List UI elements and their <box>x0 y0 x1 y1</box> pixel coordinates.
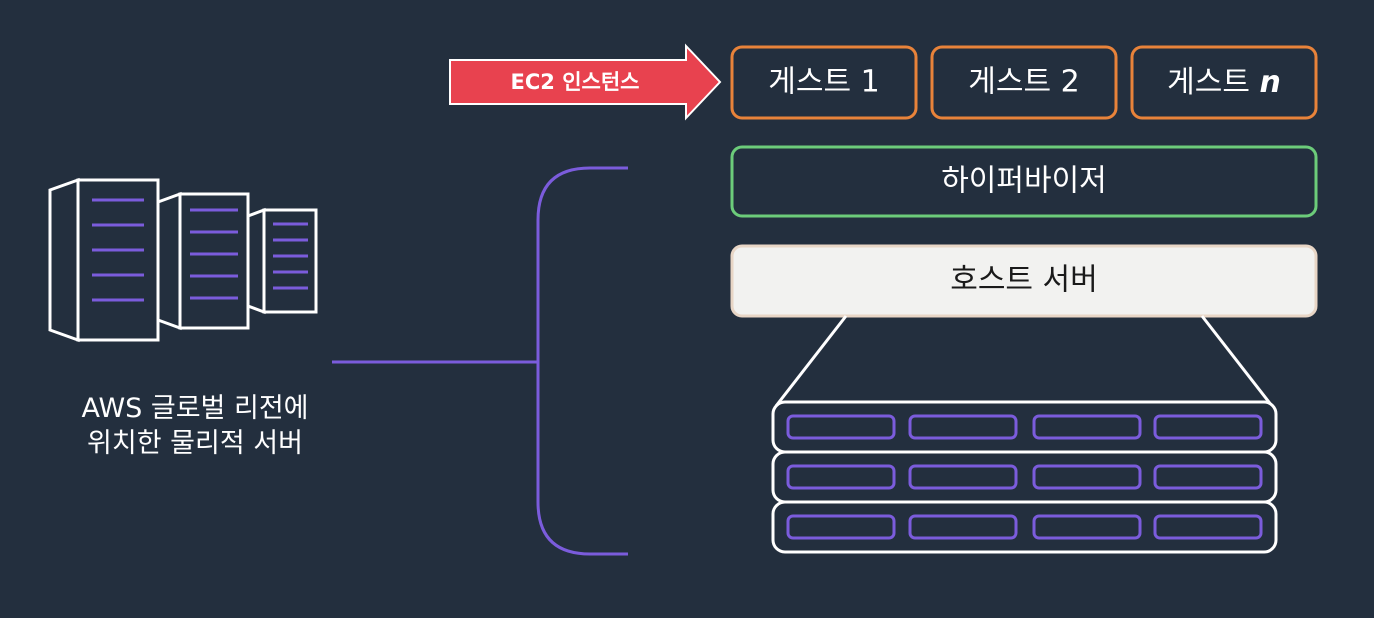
region-caption: AWS 글로벌 리전에 위치한 물리적 서버 <box>40 392 350 461</box>
guest-label-1: 게스트 1 <box>768 65 879 100</box>
zoom-line-left <box>774 315 848 407</box>
bracket <box>536 166 628 556</box>
region-caption-line-2: 위치한 물리적 서버 <box>87 427 303 459</box>
zoom-line-right <box>1200 315 1274 407</box>
host-server-box: 호스트 서버 <box>730 244 1318 318</box>
ec2-instance-label: EC2 인스턴스 <box>511 70 640 94</box>
guest-box-1: 게스트 1 <box>730 45 918 120</box>
guest-box-2: 게스트 2 <box>930 45 1118 120</box>
host-server-label: 호스트 서버 <box>950 263 1098 298</box>
guest-label-n-italic: n <box>1259 65 1280 100</box>
ec2-instance-arrow: EC2 인스턴스 <box>449 43 722 121</box>
region-caption-line-1: AWS 글로벌 리전에 <box>81 393 309 424</box>
hypervisor-label: 하이퍼바이저 <box>941 164 1107 199</box>
server-towers-icon <box>48 177 318 343</box>
guest-label-n: 게스트 n <box>1167 65 1281 100</box>
server-rack-icon <box>771 400 1278 554</box>
hypervisor-box: 하이퍼바이저 <box>730 145 1318 218</box>
guest-label-n-prefix: 게스트 <box>1167 65 1259 100</box>
guest-label-2: 게스트 2 <box>968 65 1079 100</box>
guest-box-n: 게스트 n <box>1130 45 1318 120</box>
